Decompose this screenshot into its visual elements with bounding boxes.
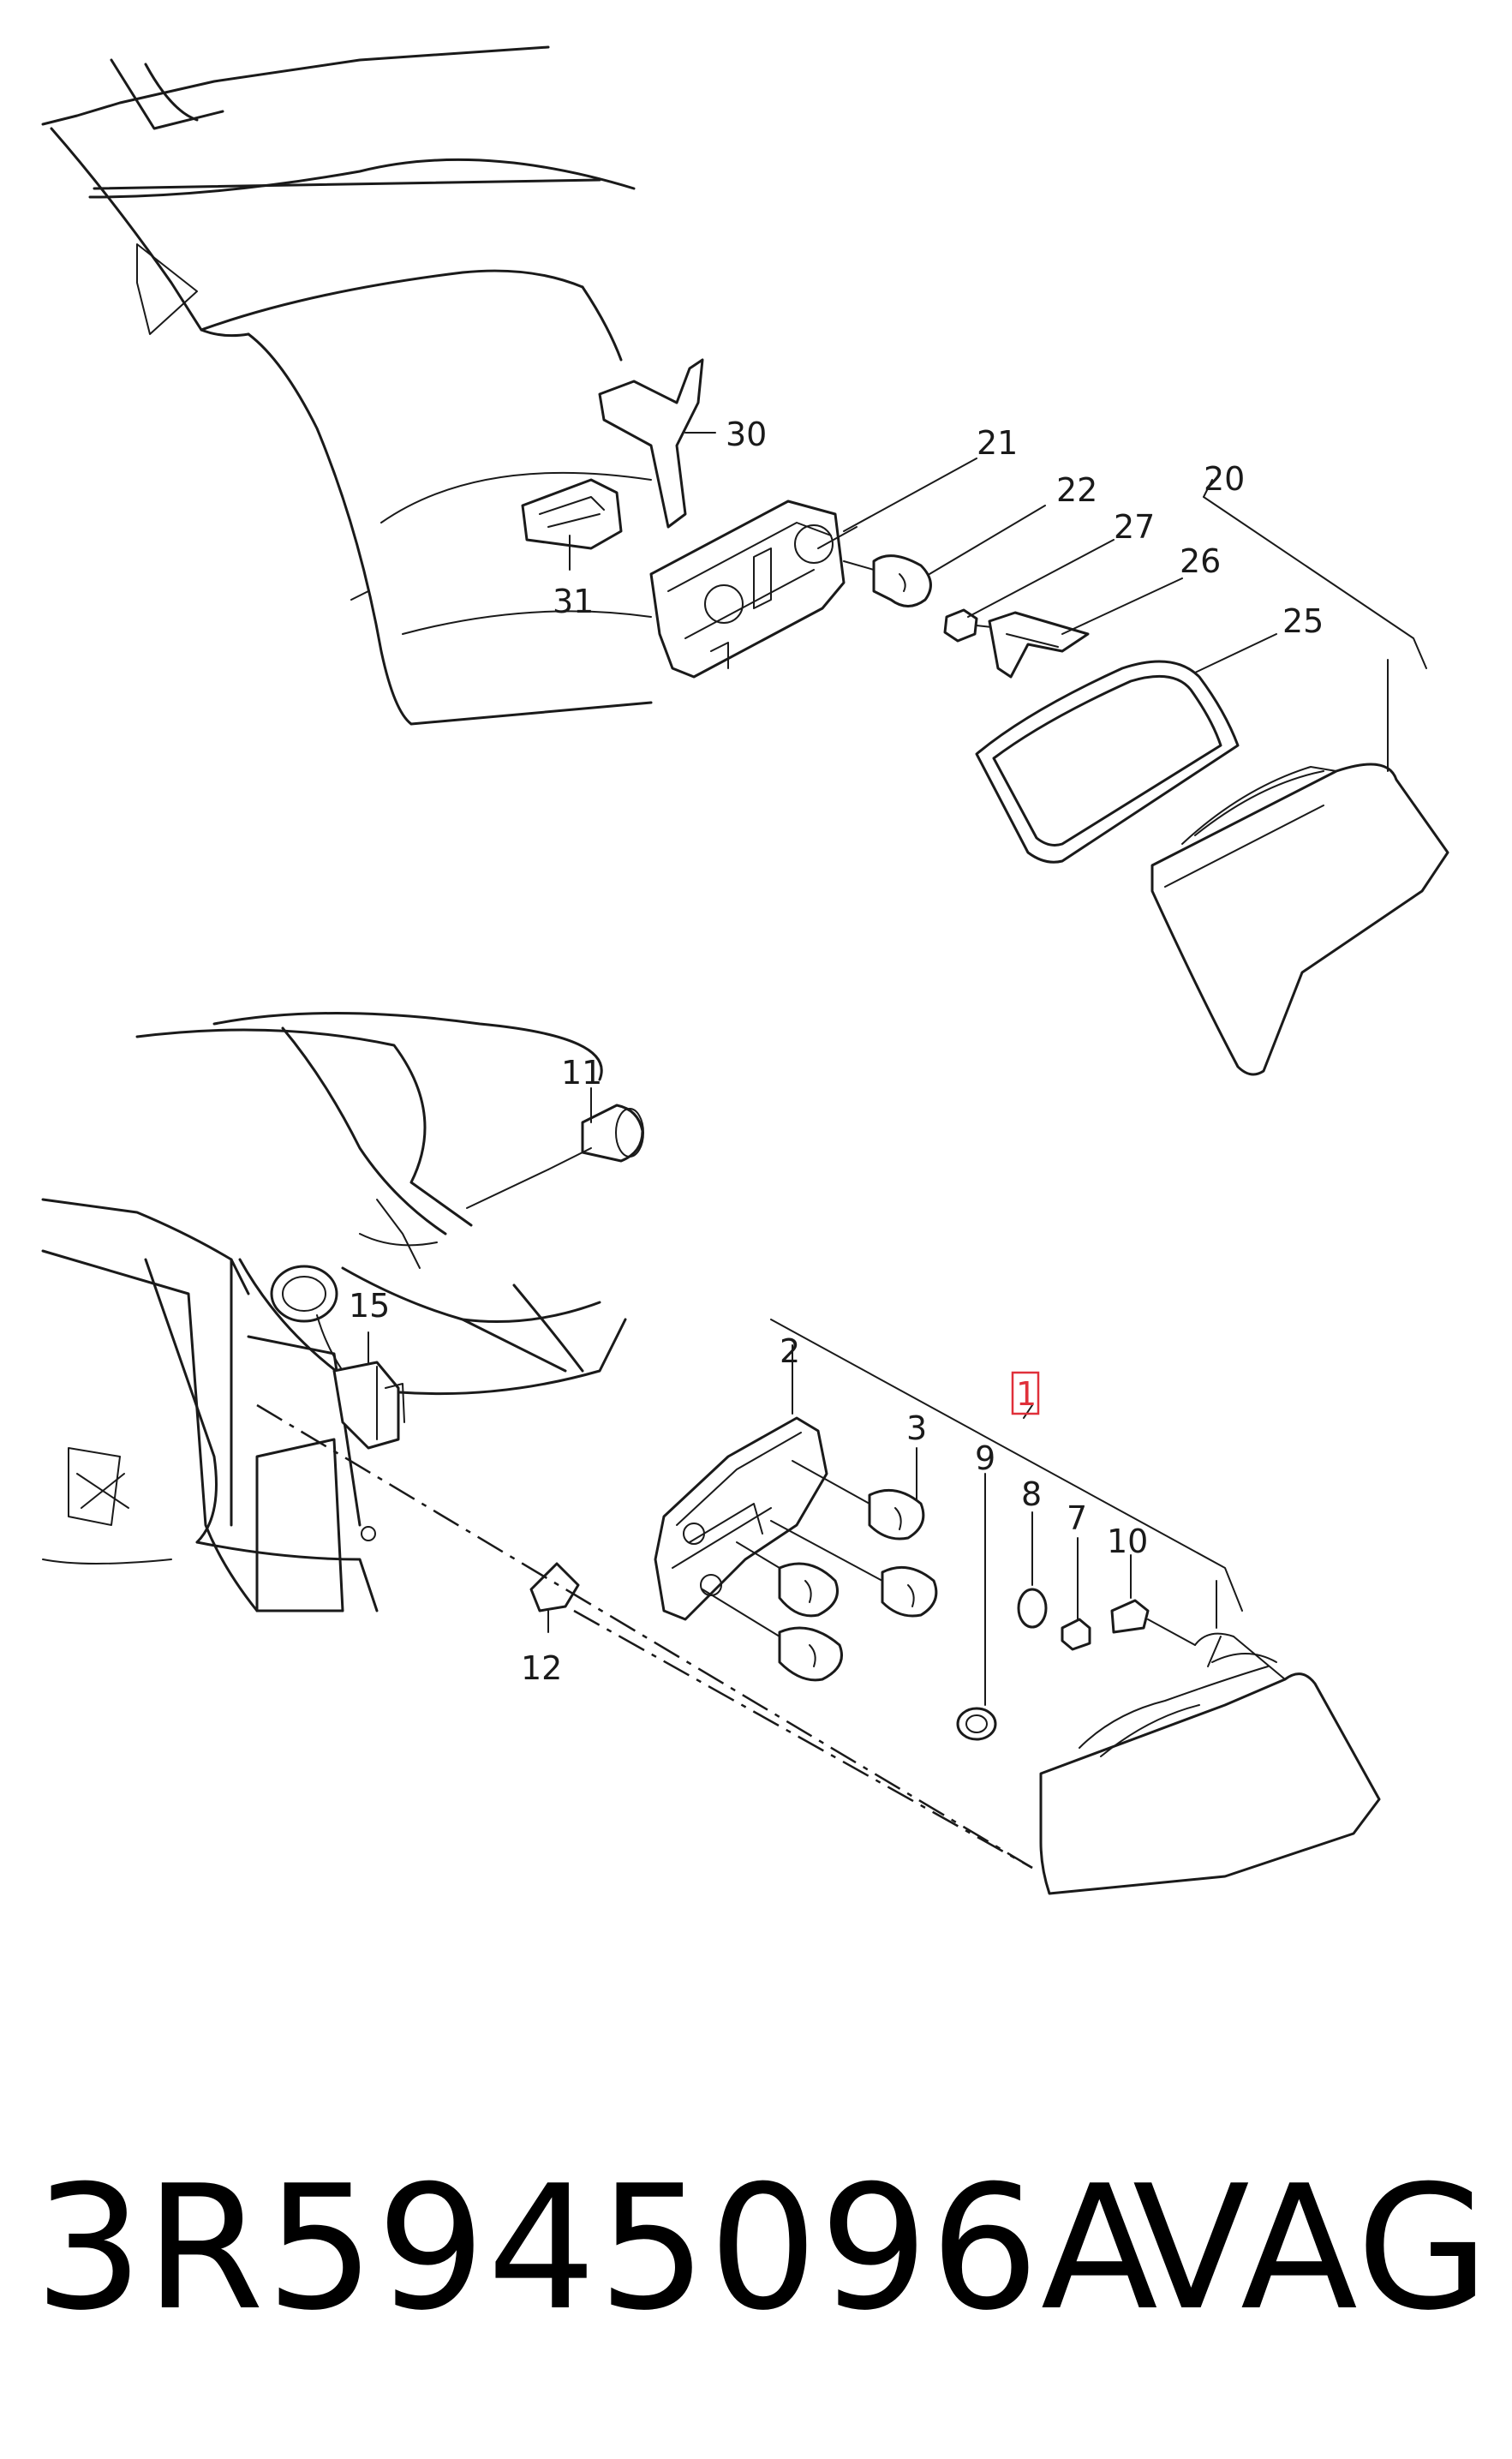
bolt-11 — [466, 1087, 644, 1209]
callout-12: 12 — [521, 1649, 562, 1687]
callout-21: 21 — [977, 424, 1018, 462]
tail-lamp-20 — [1150, 763, 1449, 1076]
bulb-21 — [843, 554, 932, 607]
grommet-9 — [956, 1473, 997, 1741]
callout-7: 7 — [1067, 1499, 1087, 1537]
gasket-25 — [975, 660, 1240, 864]
bulb-3c — [736, 1541, 839, 1618]
group-bracket-1 — [770, 1319, 1243, 1629]
tail-lamp-1 — [1039, 1632, 1381, 1895]
callout-15: 15 — [349, 1287, 390, 1325]
bulb-holder-upper — [649, 500, 858, 679]
callout-11: 11 — [561, 1054, 602, 1092]
part-number: 3R5945096A — [34, 2149, 1160, 2348]
callout-1: 1 — [1016, 1375, 1037, 1413]
dash-lines — [256, 1403, 1033, 1870]
bulb-3a — [792, 1460, 925, 1541]
bulb-3d — [702, 1588, 843, 1682]
bulb-carrier-2 — [654, 1344, 828, 1621]
callouts: 30 31 21 20 22 27 26 25 11 15 2 3 9 8 7 … — [349, 416, 1324, 1687]
o-ring-8 — [1017, 1511, 1048, 1629]
callout-22: 22 — [1056, 471, 1097, 509]
lower-assembly — [41, 1012, 1381, 1895]
leaders-upper — [843, 458, 1277, 673]
nut-7 — [1061, 1537, 1091, 1651]
clip-12 — [529, 1562, 580, 1633]
bracket-30 — [598, 358, 716, 529]
highlight-box-1 — [1011, 1371, 1040, 1415]
callout-31: 31 — [553, 583, 594, 620]
nut-27 — [943, 608, 993, 643]
callout-9: 9 — [975, 1439, 995, 1477]
callout-30: 30 — [726, 416, 767, 453]
callout-8: 8 — [1021, 1475, 1042, 1513]
connector-15 — [316, 1314, 405, 1450]
holder-26 — [988, 611, 1090, 679]
clip-31 — [521, 478, 623, 571]
clip-10 — [1110, 1554, 1196, 1646]
car-body-upper — [41, 45, 653, 726]
grommet-hole — [270, 1265, 338, 1323]
callout-3: 3 — [906, 1409, 927, 1447]
bulbs-3 — [702, 1447, 938, 1682]
group-bracket-20 — [1203, 479, 1427, 772]
callout-26: 26 — [1180, 542, 1221, 580]
bulb-3b — [770, 1520, 938, 1618]
callout-25: 25 — [1282, 602, 1324, 640]
callout-2: 2 — [780, 1332, 800, 1370]
callout-20: 20 — [1204, 460, 1245, 498]
callout-27: 27 — [1114, 508, 1155, 546]
upper-assembly — [41, 45, 1449, 1076]
callout-10: 10 — [1107, 1523, 1148, 1560]
car-body-lower — [41, 1012, 627, 1612]
brand-name: VAG — [1133, 2149, 1491, 2348]
